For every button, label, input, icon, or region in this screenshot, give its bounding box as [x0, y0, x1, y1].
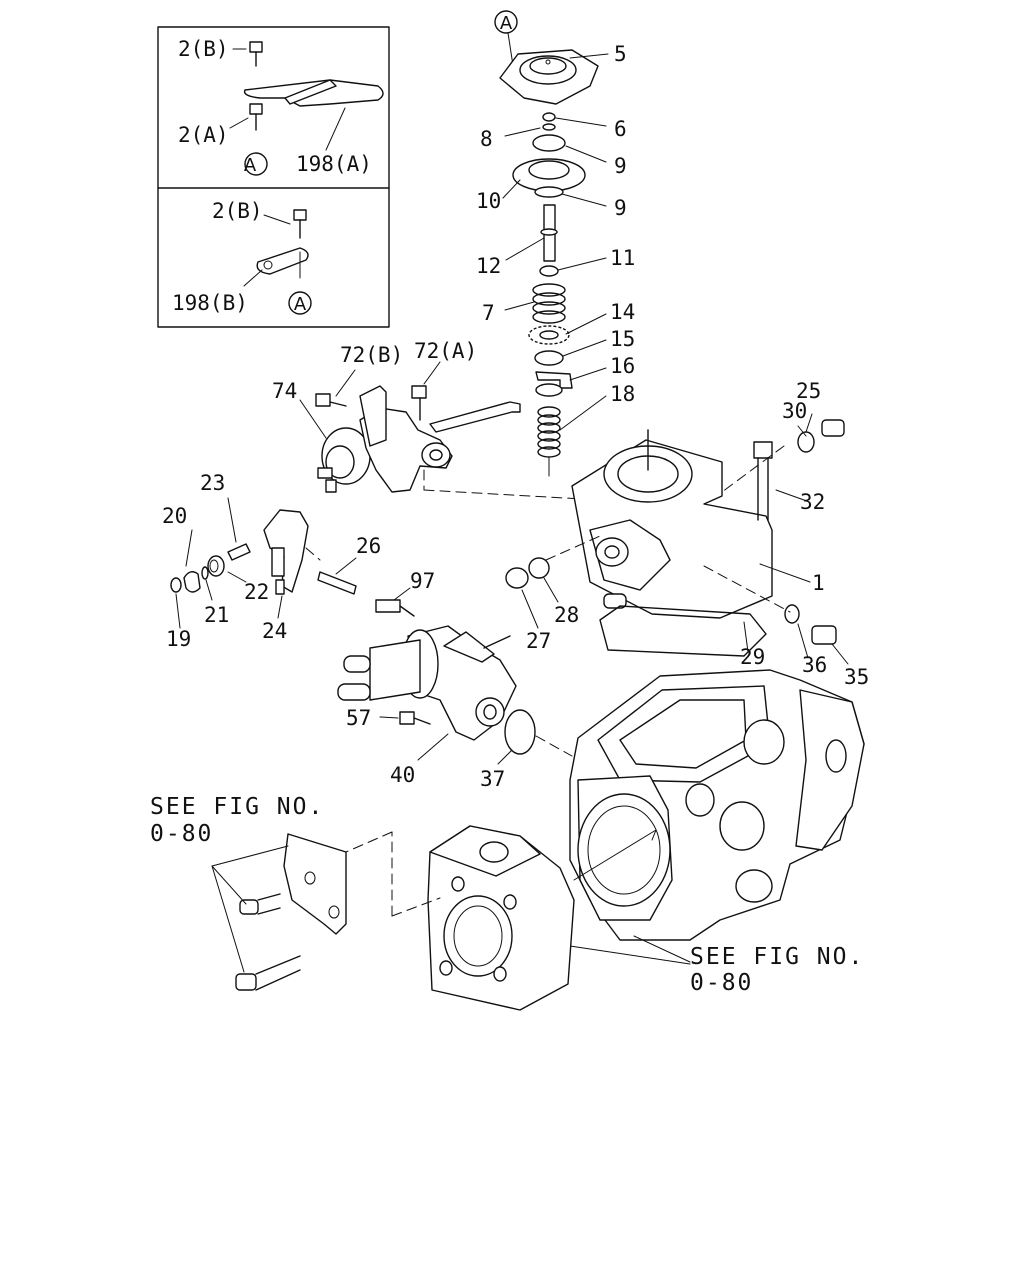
callout-32: 32	[800, 490, 825, 514]
bolt-head-icon	[293, 209, 307, 221]
bolt-head-icon	[399, 711, 415, 725]
callout-22: 22	[244, 580, 269, 604]
callout-9: 9	[614, 196, 627, 220]
see-fig-note-left-line1: SEE FIG NO.	[150, 794, 324, 820]
callout-6: 6	[614, 117, 627, 141]
bolt-icon	[239, 899, 259, 915]
callout-26: 26	[356, 534, 381, 558]
inset-bottom-parts	[243, 209, 312, 315]
callout-12: 12	[476, 254, 501, 278]
callout-29: 29	[740, 645, 765, 669]
callout-10: 10	[476, 189, 501, 213]
callout-1: 1	[812, 571, 825, 595]
bolt-head-icon	[411, 385, 427, 399]
callout-25: 25	[796, 379, 821, 403]
callout-18: 18	[610, 382, 635, 406]
callout-19: 19	[166, 627, 191, 651]
callout-2a: 2(A)	[178, 123, 229, 147]
governor-stack	[494, 10, 609, 477]
gasket-icon	[599, 605, 767, 657]
bracket-icon	[283, 833, 347, 935]
bolt-head-icon	[315, 393, 331, 407]
callout-27: 27	[526, 629, 551, 653]
callout-74: 74	[272, 379, 297, 403]
inset-top-parts	[229, 41, 384, 176]
callout-8: 8	[480, 127, 493, 151]
callout-198b: 198(B)	[172, 291, 248, 315]
callout-37: 37	[480, 767, 505, 791]
callout-9: 9	[614, 154, 627, 178]
ref-mark-circle-icon	[494, 10, 518, 34]
callout-35: 35	[844, 665, 869, 689]
o-ring-icon	[504, 709, 536, 755]
lever-icon	[263, 509, 309, 593]
lever-assembly	[170, 497, 357, 629]
callout-21: 21	[204, 603, 229, 627]
bolt-head-icon	[811, 625, 837, 645]
spring-icon	[532, 283, 566, 324]
bolt-head-icon	[249, 103, 263, 115]
inset-frame	[157, 26, 390, 328]
ref-mark-circle-icon	[244, 152, 268, 176]
inset-panel	[157, 26, 390, 328]
callout-97: 97	[410, 569, 435, 593]
callout-30: 30	[782, 399, 807, 423]
bolt-head-icon	[821, 419, 845, 437]
callout-72b: 72(B)	[340, 343, 403, 367]
callout-5: 5	[614, 42, 627, 66]
callout-2b-bottom: 2(B)	[212, 199, 263, 223]
callout-16: 16	[610, 354, 635, 378]
pin-icon	[317, 571, 357, 595]
bracket-198b-icon	[256, 247, 309, 275]
ref-mark-circle-icon	[288, 291, 312, 315]
housing-assembly	[505, 413, 849, 665]
see-fig-note-right-line2: 0-80	[690, 970, 753, 996]
ref-mark-label: A	[294, 294, 307, 315]
callout-23: 23	[200, 471, 225, 495]
ref-mark-label: A	[500, 13, 513, 34]
callout-40: 40	[390, 763, 415, 787]
bolt-head-icon	[249, 41, 263, 53]
callout-72a: 72(A)	[414, 339, 477, 363]
bolt-head-icon	[753, 441, 773, 459]
rod-icon	[429, 401, 521, 433]
callout-11: 11	[610, 246, 635, 270]
ref-mark-label: A	[244, 155, 257, 176]
labels: 2(B) 2(A) A 198(A) 2(B) 198(B) A A 5 6 8…	[150, 13, 869, 996]
bolt-icon	[235, 973, 257, 991]
pump-body	[569, 669, 865, 965]
callout-36: 36	[802, 653, 827, 677]
see-fig-note-left-line2: 0-80	[150, 821, 213, 847]
solenoid-assembly	[337, 587, 573, 765]
actuator-assembly	[299, 361, 601, 501]
callout-198a: 198(A)	[296, 152, 372, 176]
callout-15: 15	[610, 327, 635, 351]
flange-plate	[345, 825, 575, 1011]
bolt-icon	[375, 599, 401, 613]
callout-14: 14	[610, 300, 635, 324]
callout-7: 7	[482, 301, 495, 325]
callout-24: 24	[262, 619, 287, 643]
mounting-bracket	[211, 833, 347, 991]
callout-20: 20	[162, 504, 187, 528]
callout-2b-top: 2(B)	[178, 37, 229, 61]
callout-57: 57	[346, 706, 371, 730]
callout-28: 28	[554, 603, 579, 627]
see-fig-note-right-line1: SEE FIG NO.	[690, 944, 864, 970]
spring-icon	[537, 406, 561, 458]
